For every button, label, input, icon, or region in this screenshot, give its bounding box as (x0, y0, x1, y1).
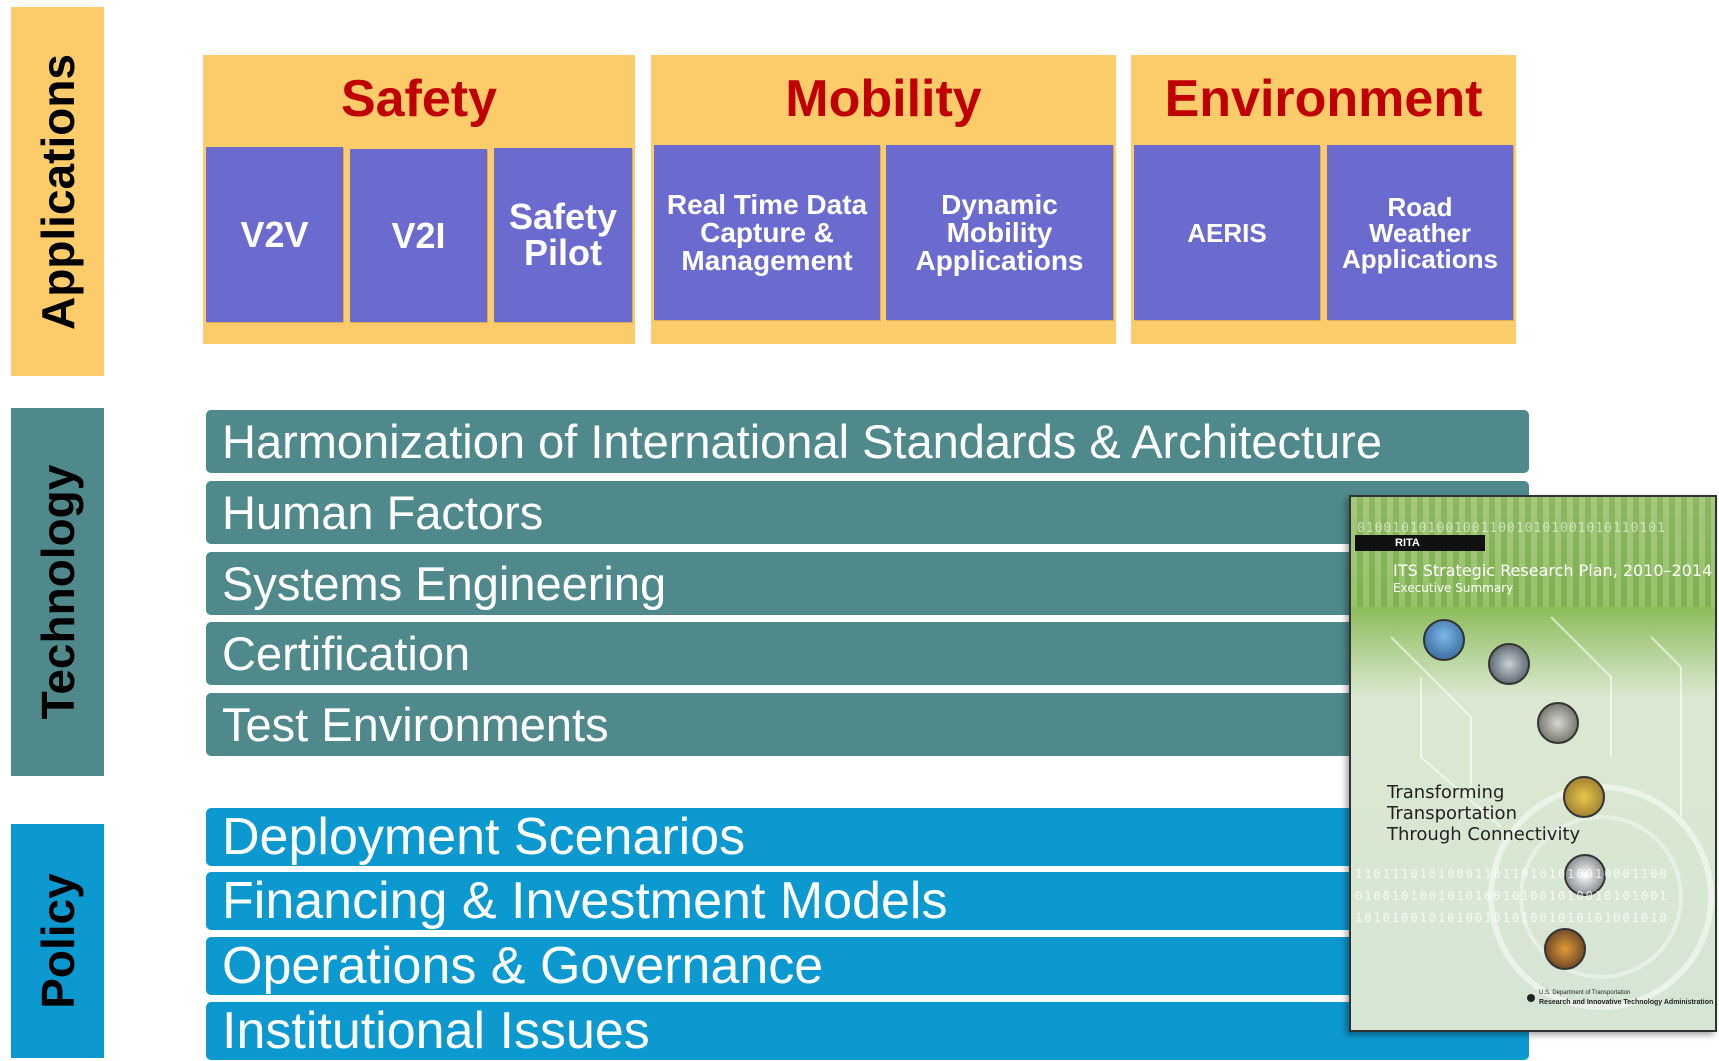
side-label-applications-text: Applications (31, 53, 84, 330)
technology-bar-test-environments: Test Environments (206, 693, 1529, 756)
category-safety-title: Safety (340, 69, 498, 128)
cover-photo-truck-icon (1564, 854, 1606, 896)
cover-tagline: Transforming Transportation Through Conn… (1387, 782, 1581, 845)
side-label-technology: Technology (11, 408, 104, 776)
cover-binary-rows: 1101110101000110110101010010001100 (1355, 867, 1669, 881)
technology-bar-harmonization: Harmonization of International Standards… (206, 410, 1529, 473)
cover-header-pattern (1351, 497, 1715, 607)
technology-bar-systems-engineering: Systems Engineering (206, 552, 1529, 615)
cover-brand-bar: RITA (1355, 535, 1485, 551)
app-box-dynamic-mobility: Dynamic Mobility Applications (886, 145, 1113, 320)
cover-photo-train-icon (1563, 776, 1605, 818)
technology-bar-human-factors: Human Factors (206, 481, 1529, 544)
dot-logo-icon (1527, 994, 1535, 1002)
category-environment-title: Environment (1164, 69, 1483, 128)
cover-binary-rows-3: 1010100101010010101001010101001010 (1355, 911, 1669, 925)
category-mobility-title: Mobility (785, 69, 982, 128)
side-label-policy-text: Policy (31, 873, 84, 1009)
cover-title: ITS Strategic Research Plan, 2010–2014 (1393, 561, 1713, 580)
app-box-v2v: V2V (206, 147, 343, 322)
app-box-road-weather: Road Weather Applications (1327, 145, 1513, 320)
cover-photo-ship-icon (1423, 619, 1465, 661)
cover-brand: RITA (1395, 537, 1420, 549)
policy-bar-institutional: Institutional Issues (206, 1002, 1529, 1060)
cover-binary-pattern: 01001010100100110010101001010110101 (1357, 521, 1666, 536)
app-box-aeris: AERIS (1134, 145, 1320, 320)
document-cover-image: 01001010100100110010101001010110101 RITA… (1349, 495, 1717, 1032)
cover-binary-rows-2: 0100101001010100101001010010101001 (1355, 889, 1669, 903)
side-label-policy: Policy (11, 824, 104, 1058)
policy-bar-financing: Financing & Investment Models (206, 872, 1529, 930)
side-label-technology-text: Technology (31, 464, 84, 720)
cover-circuit-lines (1390, 616, 1714, 1010)
policy-bar-deployment-scenarios: Deployment Scenarios (206, 808, 1529, 866)
cover-photo-bus-icon (1488, 643, 1530, 685)
side-label-applications: Applications (11, 7, 104, 376)
cover-footer-admin: Research and Innovative Technology Admin… (1539, 999, 1714, 1006)
cover-subtitle: Executive Summary (1393, 581, 1514, 595)
cover-photo-transit-icon (1544, 928, 1586, 970)
app-box-real-time-data: Real Time Data Capture & Management (654, 145, 880, 320)
cover-footer-agency: U.S. Department of Transportation (1539, 990, 1631, 996)
app-box-v2i: V2I (350, 149, 487, 322)
policy-bar-operations: Operations & Governance (206, 937, 1529, 995)
cover-photo-car-icon (1537, 702, 1579, 744)
app-box-safety-pilot: Safety Pilot (494, 148, 632, 322)
technology-bar-certification: Certification (206, 622, 1529, 685)
